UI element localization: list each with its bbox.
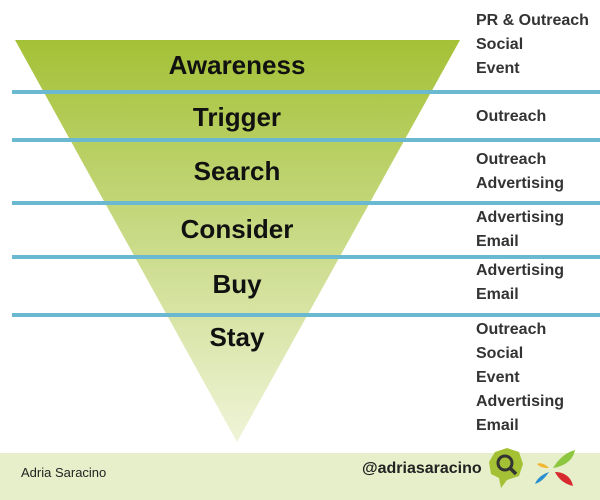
- channels-trigger: Outreach: [476, 105, 546, 129]
- stage-awareness: Awareness: [168, 50, 306, 80]
- channel: Advertising: [476, 262, 565, 279]
- stage-stay: Stay: [209, 322, 265, 352]
- channel: Advertising: [476, 175, 565, 192]
- divider-line: [12, 313, 600, 317]
- channel: Outreach: [476, 321, 547, 338]
- divider-line: [12, 255, 600, 259]
- channel: Event: [476, 369, 520, 386]
- divider-line: [12, 138, 600, 142]
- channel: Social: [476, 345, 524, 362]
- channel: Social: [476, 36, 524, 53]
- twitter-handle: @adriasaracino: [362, 460, 482, 477]
- channel: Email: [476, 233, 519, 250]
- stage-buy: Buy: [212, 269, 262, 299]
- channels-stay: Outreach Social Event Advertising Email: [476, 318, 564, 438]
- channel: Email: [476, 417, 519, 434]
- divider-line: [12, 201, 600, 205]
- author-name: Adria Saracino: [21, 465, 107, 480]
- channel: Outreach: [476, 108, 547, 125]
- channels-awareness: PR & Outreach Social Event: [476, 9, 589, 81]
- channels-search: Outreach Advertising: [476, 148, 564, 196]
- search-bubble-logo-icon: [489, 448, 523, 488]
- channels-buy: Advertising Email: [476, 259, 564, 307]
- channel: Email: [476, 286, 519, 303]
- divider-line: [12, 90, 600, 94]
- stage-consider: Consider: [180, 214, 294, 244]
- channel: Event: [476, 60, 520, 77]
- logos: [489, 448, 575, 488]
- channel: Advertising: [476, 209, 565, 226]
- channels-consider: Advertising Email: [476, 206, 564, 254]
- stage-trigger: Trigger: [192, 102, 282, 132]
- stage-search: Search: [193, 156, 281, 186]
- channel: Advertising: [476, 393, 565, 410]
- channel: Outreach: [476, 151, 547, 168]
- channel: PR & Outreach: [476, 12, 589, 29]
- pinwheel-logo-icon: [535, 450, 575, 486]
